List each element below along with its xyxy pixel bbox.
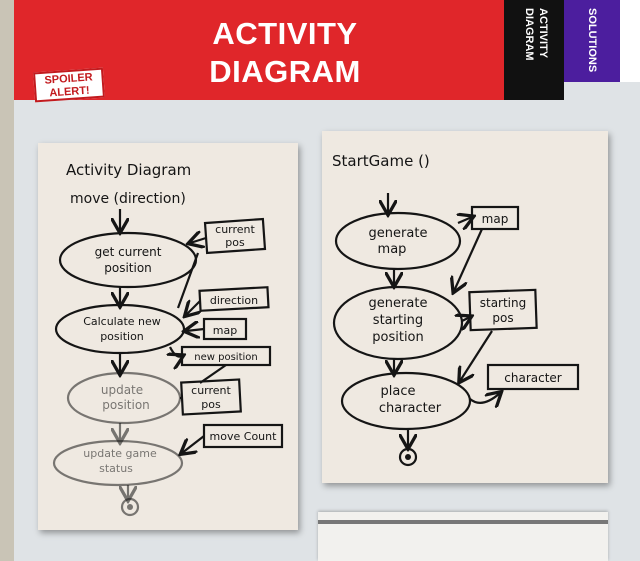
tab-solutions: SOLUTIONS xyxy=(564,0,620,82)
left-heading-2: move (direction) xyxy=(70,191,186,207)
page-title: ACTIVITY DIAGRAM xyxy=(180,15,390,91)
r-object-2-line-1: starting xyxy=(480,296,527,310)
r-object-character xyxy=(486,363,580,391)
activity-3-line-2: position xyxy=(102,398,150,412)
tab-edge xyxy=(620,0,640,82)
activity-calculate-new-position xyxy=(54,303,186,355)
object-1-line-1: current xyxy=(215,223,255,236)
tab-activity-diagram: ACTIVITY DIAGRAM xyxy=(504,0,564,100)
title-line-1: ACTIVITY xyxy=(212,16,358,51)
tab-solutions-label: SOLUTIONS xyxy=(586,8,598,73)
right-diagram-card: StartGame () generate map map generate s… xyxy=(322,131,608,483)
bottom-card-bar xyxy=(318,520,608,524)
object-4-label: new position xyxy=(194,352,257,363)
activity-2-line-1: Calculate new xyxy=(83,315,161,328)
r-activity-2-line-1: generate xyxy=(369,296,428,311)
spoiler-alert-badge: SPOILER ALERT! xyxy=(33,67,105,103)
left-diagram-card: Activity Diagram move (direction) get cu… xyxy=(38,143,298,530)
title-line-2: DIAGRAM xyxy=(209,54,361,89)
object-6-label: move Count xyxy=(210,430,278,443)
r-object-2-line-2: pos xyxy=(492,311,513,325)
activity-place-character xyxy=(340,371,472,431)
tab-activity-line-2: DIAGRAM xyxy=(523,8,535,61)
r-activity-1-line-1: generate xyxy=(369,226,428,241)
r-object-3-label: character xyxy=(504,371,562,385)
object-1-line-2: pos xyxy=(225,236,245,249)
activity-1-line-1: get current xyxy=(95,245,162,259)
activity-get-current-position xyxy=(58,231,198,289)
activity-generate-map xyxy=(334,211,462,271)
activity-update-game-status xyxy=(52,439,184,487)
object-current-pos xyxy=(203,217,267,255)
activity-4-line-1: update game xyxy=(83,447,157,460)
right-diagram: StartGame () generate map map generate s… xyxy=(332,152,580,467)
r-activity-1-line-2: map xyxy=(378,242,407,257)
activity-2-line-2: position xyxy=(100,330,144,343)
r-activity-3-line-1: place xyxy=(381,384,416,399)
left-heading-1: Activity Diagram xyxy=(66,161,191,179)
r-activity-2-line-3: position xyxy=(372,330,424,345)
bottom-card-partial xyxy=(318,512,608,561)
activity-3-line-1: update xyxy=(101,383,143,397)
r-activity-2-line-2: starting xyxy=(373,313,423,328)
activity-1-line-2: position xyxy=(104,261,152,275)
r-activity-3-line-2: character xyxy=(379,401,442,416)
end-node xyxy=(120,497,140,517)
r-object-starting-pos xyxy=(468,288,538,332)
right-heading: StartGame () xyxy=(332,152,430,170)
object-5-line-1: current xyxy=(191,384,231,397)
object-current-pos-2 xyxy=(180,378,242,416)
r-end-node xyxy=(398,447,418,467)
object-3-label: map xyxy=(213,324,237,337)
object-2-label: direction xyxy=(210,294,258,307)
r-object-1-label: map xyxy=(482,212,509,226)
object-5-line-2: pos xyxy=(201,398,221,411)
left-diagram: Activity Diagram move (direction) get cu… xyxy=(52,161,284,517)
activity-4-line-2: status xyxy=(99,462,133,475)
title-banner: ACTIVITY DIAGRAM SPOILER ALERT! xyxy=(14,0,504,103)
tab-activity-line-1: ACTIVITY xyxy=(537,8,549,59)
